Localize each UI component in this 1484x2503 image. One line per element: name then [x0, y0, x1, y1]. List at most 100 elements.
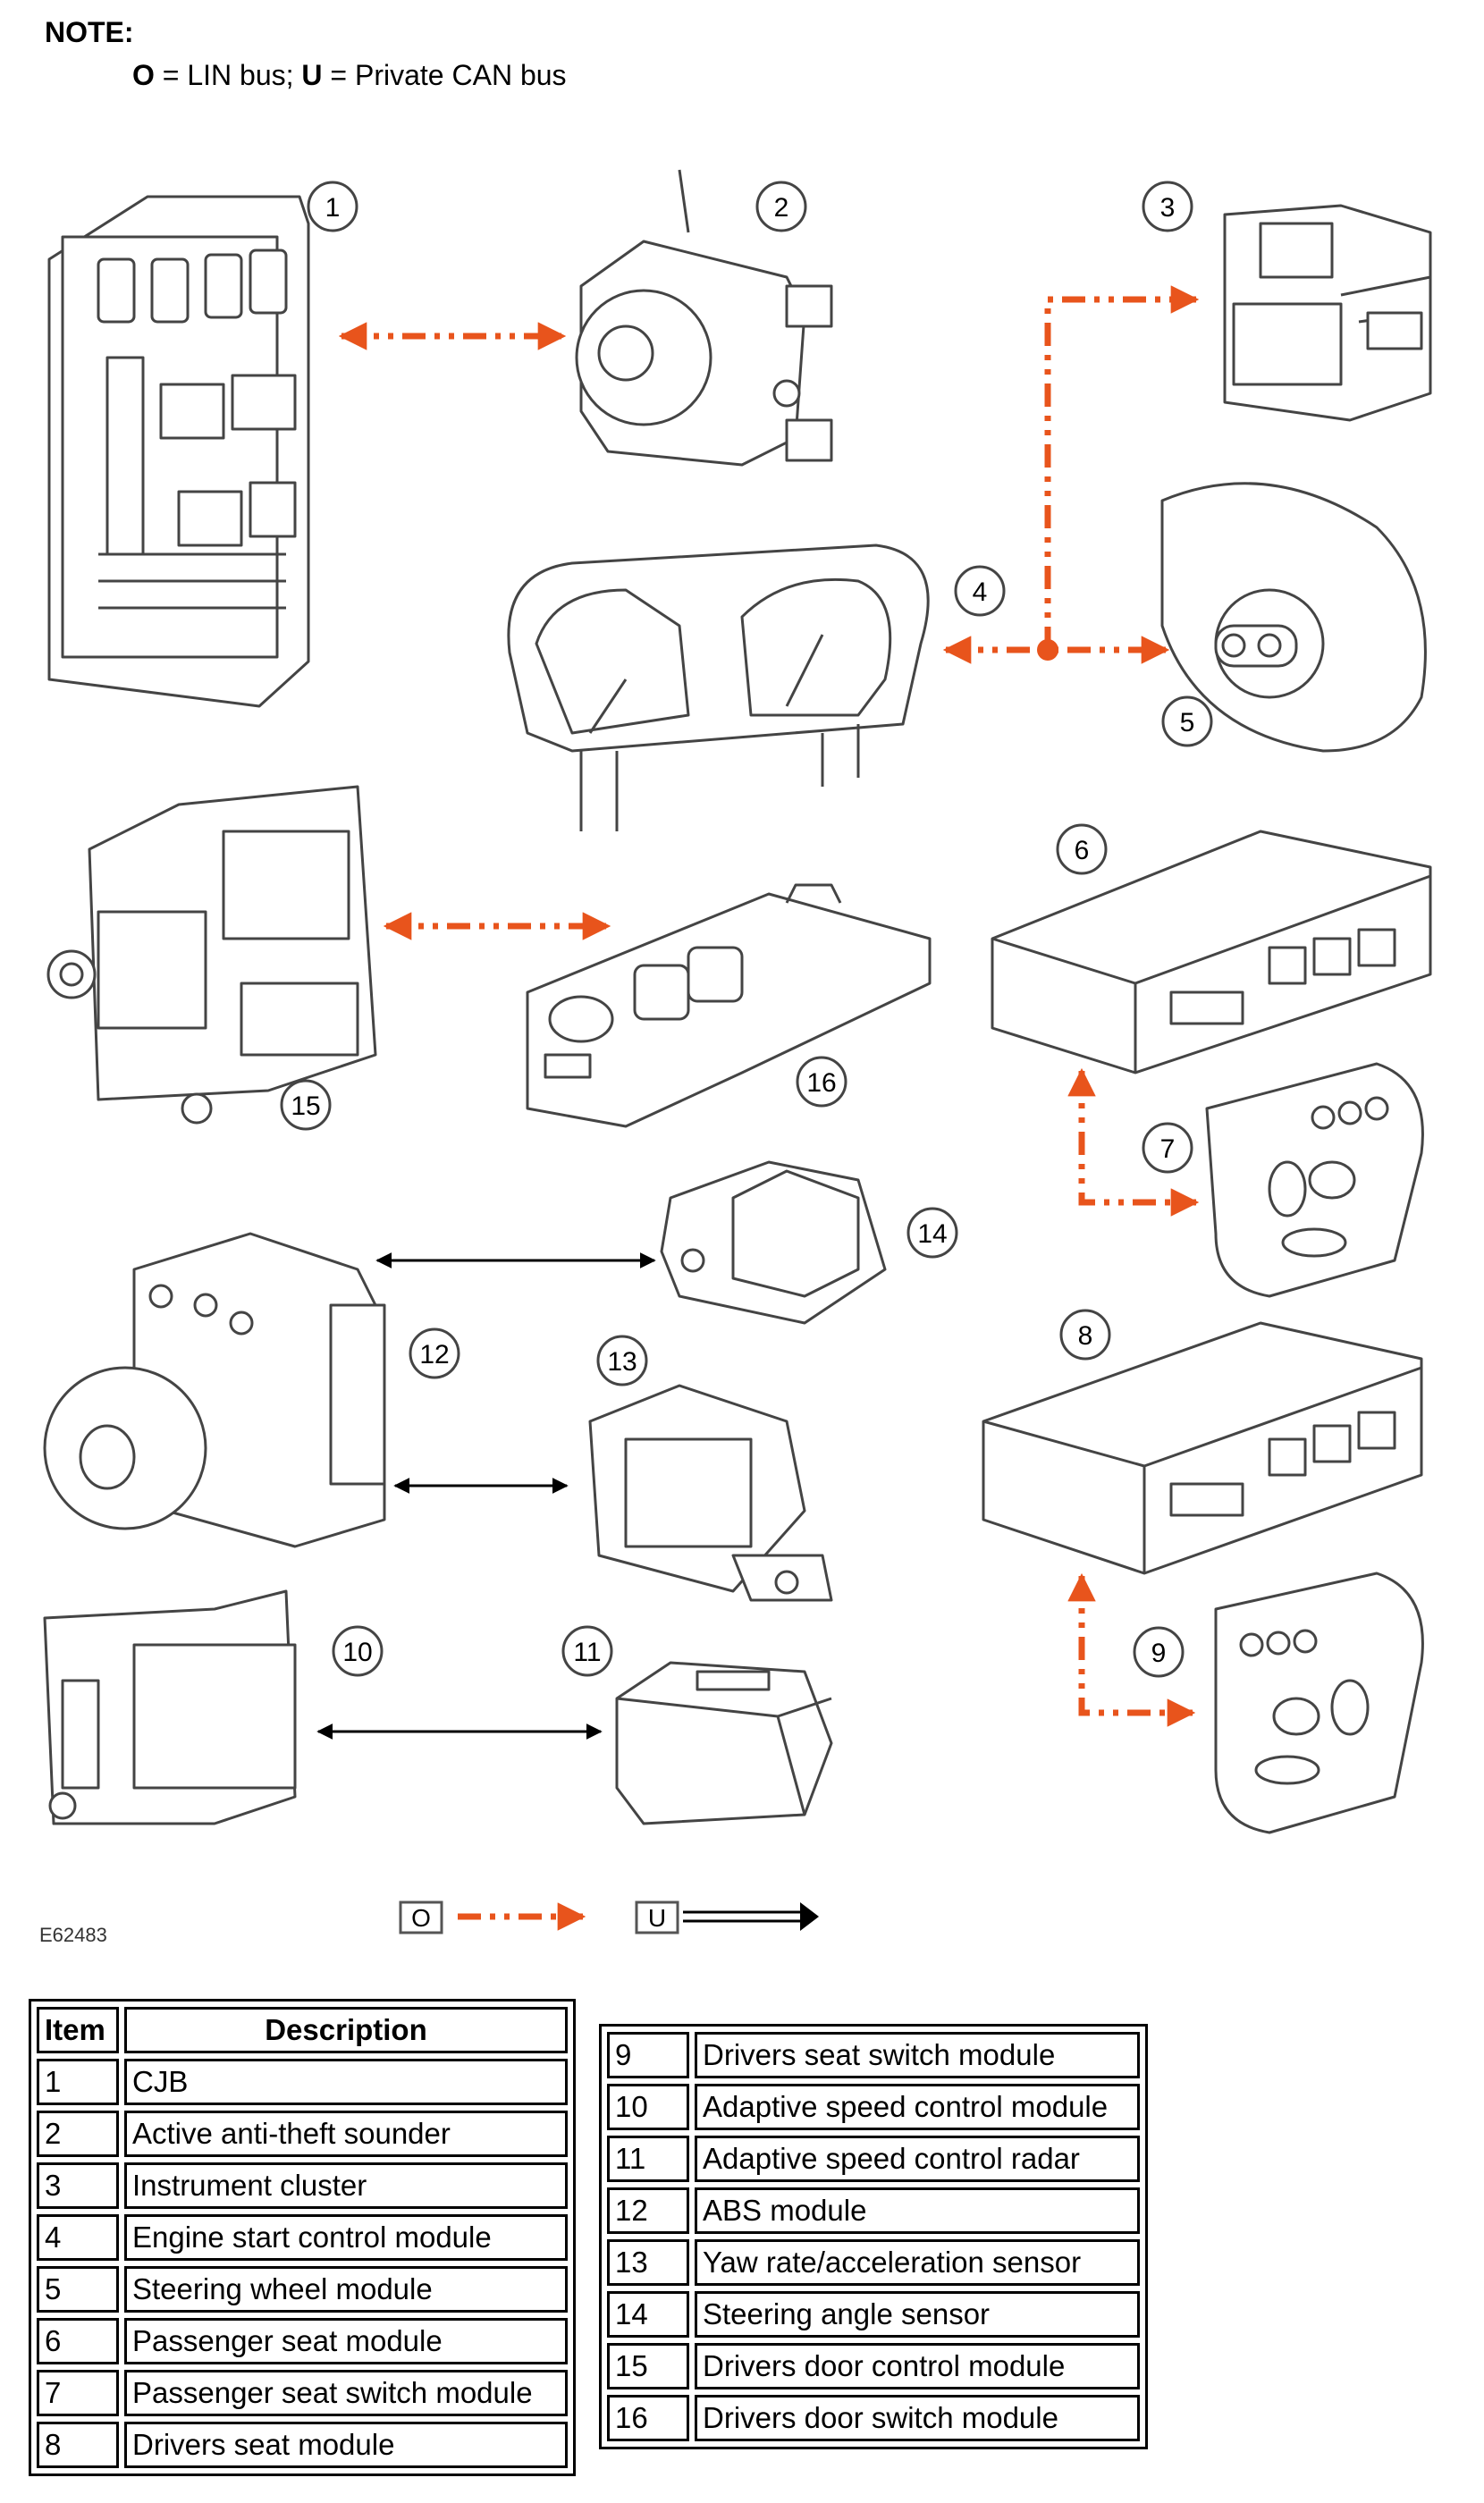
- item-description: ABS module: [695, 2187, 1140, 2234]
- lin-link-6-7: [1067, 1067, 1200, 1217]
- item-description: Drivers door switch module: [695, 2395, 1140, 2441]
- item-description: Steering angle sensor: [695, 2291, 1140, 2338]
- callout-circle: [755, 181, 807, 232]
- item-number: 5: [37, 2266, 119, 2313]
- item-description: Drivers door control module: [695, 2343, 1140, 2389]
- lin-link-3-4: [1044, 285, 1200, 650]
- door-control-module-drawing: [46, 785, 377, 1125]
- cjb-drawing: [47, 195, 310, 708]
- callout-number: 2: [774, 193, 789, 223]
- callout-4: 4: [954, 565, 1006, 617]
- item-number: 13: [607, 2239, 689, 2286]
- callout-8: 8: [1059, 1309, 1111, 1361]
- item-number: 7: [37, 2370, 119, 2416]
- item-number: 12: [607, 2187, 689, 2234]
- callout-number: 13: [607, 1347, 637, 1377]
- item-description: Yaw rate/acceleration sensor: [695, 2239, 1140, 2286]
- callout-number: 16: [806, 1068, 836, 1098]
- callout-circle: [796, 1056, 847, 1108]
- item-number: 14: [607, 2291, 689, 2338]
- callout-7: 7: [1142, 1122, 1193, 1174]
- item-description: Passenger seat switch module: [124, 2370, 568, 2416]
- item-number: 3: [37, 2162, 119, 2209]
- item-description: Adaptive speed control module: [695, 2084, 1140, 2130]
- callout-12: 12: [409, 1327, 460, 1379]
- callout-number: 4: [973, 577, 988, 607]
- yaw-rate-sensor-drawing: [588, 1384, 833, 1602]
- lin-junction-dot: [1037, 639, 1058, 661]
- anti-theft-sounder-drawing: [575, 169, 833, 467]
- item-description: Engine start control module: [124, 2214, 568, 2261]
- note-text: O = LIN bus; U = Private CAN bus: [132, 59, 567, 92]
- abs-module-drawing: [43, 1232, 386, 1548]
- callout-circle: [307, 181, 358, 232]
- item-header: Item: [37, 2007, 119, 2053]
- callout-number: 15: [291, 1091, 320, 1121]
- callout-number: 14: [917, 1219, 947, 1249]
- callout-circle: [409, 1327, 460, 1379]
- callout-number: 6: [1075, 836, 1090, 865]
- callout-circle: [280, 1079, 332, 1131]
- item-description: CJB: [124, 2059, 568, 2105]
- lin-key-label: O: [411, 1904, 431, 1932]
- instrument-cluster-drawing: [507, 544, 930, 831]
- passenger-seat-switch-drawing: [1205, 1062, 1424, 1298]
- callout-15: 15: [280, 1079, 332, 1131]
- item-description: Instrument cluster: [124, 2162, 568, 2209]
- item-number: 16: [607, 2395, 689, 2441]
- can-description: = Private CAN bus: [322, 59, 567, 91]
- can-key-box: [635, 1900, 679, 1934]
- can-key-label: U: [648, 1904, 666, 1932]
- item-number: 9: [607, 2032, 689, 2078]
- callout-circle: [561, 1625, 613, 1677]
- item-number: 15: [607, 2343, 689, 2389]
- callout-11: 11: [561, 1625, 613, 1677]
- item-number: 6: [37, 2318, 119, 2364]
- callout-number: 5: [1180, 708, 1195, 737]
- item-number: 8: [37, 2422, 119, 2468]
- steering-angle-sensor-drawing: [660, 1160, 887, 1325]
- callout-circle: [332, 1625, 384, 1677]
- table-header-row: Item Description: [37, 2007, 568, 2053]
- callout-6: 6: [1056, 823, 1108, 875]
- callout-number: 12: [419, 1340, 449, 1369]
- item-number: 2: [37, 2111, 119, 2157]
- item-description: Drivers seat switch module: [695, 2032, 1140, 2078]
- callout-10: 10: [332, 1625, 384, 1677]
- drivers-seat-module-drawing: [982, 1321, 1423, 1575]
- lin-description: = LIN bus;: [154, 59, 302, 91]
- can-symbol: U: [301, 59, 323, 91]
- callout-circle: [1142, 1122, 1193, 1174]
- callout-13: 13: [596, 1335, 648, 1386]
- callout-circle: [1056, 823, 1108, 875]
- callout-circle: [1161, 695, 1213, 747]
- note-title: NOTE:: [45, 16, 134, 48]
- figure-id: E62483: [39, 1924, 107, 1946]
- callout-number: 11: [573, 1638, 601, 1667]
- lin-link-8-9: [1067, 1572, 1196, 1727]
- item-description: Passenger seat module: [124, 2318, 568, 2364]
- item-number: 1: [37, 2059, 119, 2105]
- callout-14: 14: [906, 1207, 958, 1259]
- lin-key-box: [399, 1900, 443, 1934]
- item-number: 4: [37, 2214, 119, 2261]
- callout-number: 8: [1078, 1321, 1093, 1351]
- callout-number: 10: [342, 1638, 372, 1667]
- callout-3: 3: [1142, 181, 1193, 232]
